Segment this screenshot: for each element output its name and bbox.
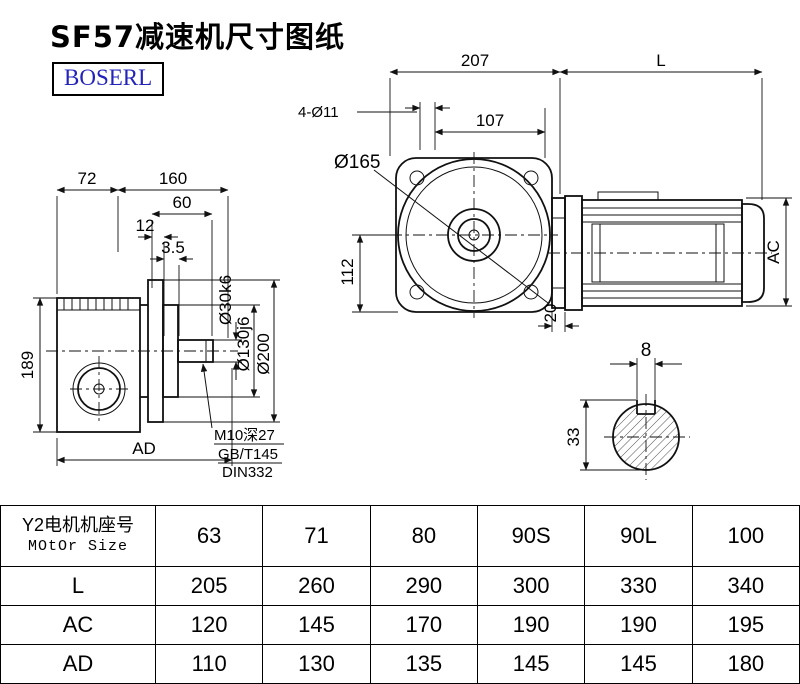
page-title: SF57减速机尺寸图纸 — [50, 20, 346, 54]
cell: 145 — [584, 643, 693, 684]
cell: 340 — [691, 565, 800, 606]
bolt-hole — [409, 284, 425, 300]
table-header-row: Y2电机机座号 MOtOr Size 63 71 80 90S 90L 100 — [0, 505, 800, 567]
col-header: 90S — [476, 505, 586, 567]
dim-shaft-diameter: Ø30k6 — [216, 275, 235, 325]
cell: 130 — [262, 643, 371, 684]
shaft-section-view: 8 33 — [564, 340, 690, 480]
standard-gb: GB/T145 — [218, 446, 278, 463]
header-cn: Y2电机机座号 — [21, 515, 135, 536]
dim-72: 72 — [78, 169, 97, 188]
bolt-hole — [409, 170, 425, 186]
table-row: AC 120 145 170 190 190 195 — [0, 604, 800, 645]
thread-callout: M10深27 — [214, 427, 275, 444]
row-label-AC: AC — [0, 604, 156, 645]
motor-end-cap — [741, 203, 765, 303]
cell: 110 — [154, 643, 264, 684]
dim-160: 160 — [159, 169, 187, 188]
col-header: 63 — [154, 505, 264, 567]
cell: 145 — [476, 643, 586, 684]
motor-size-header: Y2电机机座号 MOtOr Size — [0, 505, 156, 567]
dim-12: 12 — [136, 216, 155, 235]
motor-fins — [582, 207, 742, 299]
col-header: 100 — [691, 505, 800, 567]
row-label-AD: AD — [0, 643, 156, 684]
dim-33: 33 — [564, 428, 583, 447]
cell: 260 — [262, 565, 371, 606]
gearbox-housing — [56, 297, 141, 433]
dim-AD: AD — [132, 439, 156, 458]
motor-stator — [591, 223, 725, 283]
dim-165: Ø165 — [334, 152, 380, 173]
dim-112: 112 — [338, 258, 357, 285]
right-view: 207 L 4-Ø11 107 Ø165 112 20 — [298, 51, 792, 332]
col-header: 90L — [584, 505, 693, 567]
housing-fins — [63, 298, 129, 310]
dim-20: 20 — [541, 304, 560, 323]
cell: 145 — [262, 604, 371, 645]
dim-flange-diameter: Ø200 — [254, 333, 273, 375]
dim-60: 60 — [173, 193, 192, 212]
dimension-table: Y2电机机座号 MOtOr Size 63 71 80 90S 90L 100 … — [0, 505, 800, 684]
cell: 195 — [691, 604, 800, 645]
table-row: L 205 260 290 300 330 340 — [0, 565, 800, 606]
col-header: 71 — [262, 505, 371, 567]
dim-spigot-diameter: Ø130j6 — [234, 317, 253, 372]
technical-drawing: 72 160 60 12 3.5 189 AD — [18, 51, 792, 481]
table-row: AD 110 130 135 145 145 180 — [0, 643, 800, 684]
row-label-L: L — [0, 565, 156, 606]
bolt-hole — [523, 170, 539, 186]
dim-107: 107 — [476, 111, 504, 130]
cell: 300 — [476, 565, 586, 606]
bolt-hole — [523, 284, 539, 300]
cell: 170 — [369, 604, 478, 645]
holes-callout: 4-Ø11 — [298, 104, 339, 121]
cell: 120 — [154, 604, 264, 645]
diameter-leader — [373, 169, 549, 304]
cell: 190 — [476, 604, 586, 645]
dim-AC: AC — [764, 240, 783, 264]
standard-din: DIN332 — [222, 464, 273, 481]
dim-L: L — [656, 51, 665, 70]
cell: 180 — [691, 643, 800, 684]
dim-189: 189 — [18, 351, 37, 379]
cell: 190 — [584, 604, 693, 645]
brand-logo: BOSERL — [52, 62, 165, 96]
motor-top-box — [597, 191, 659, 201]
left-view: 72 160 60 12 3.5 189 AD — [18, 169, 284, 481]
dim-207: 207 — [461, 51, 489, 70]
cell: 135 — [369, 643, 478, 684]
cell: 290 — [369, 565, 478, 606]
cell: 205 — [154, 565, 264, 606]
header-en: MOtOr Size — [27, 537, 128, 555]
dim-3-5: 3.5 — [161, 238, 185, 257]
col-header: 80 — [369, 505, 478, 567]
dim-8: 8 — [641, 340, 652, 361]
cell: 330 — [584, 565, 693, 606]
